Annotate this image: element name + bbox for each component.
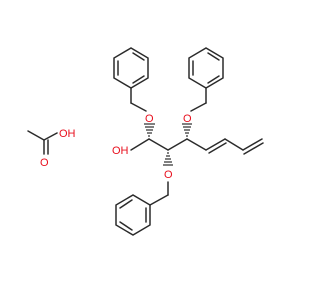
benzene-ring-top-right (188, 47, 224, 89)
acetic-acid: OH O (27, 128, 76, 169)
ether-oxygen-bottom-label: O (164, 169, 173, 181)
ether-oxygen-top-left-label: O (145, 113, 154, 125)
acid-hydroxyl-label: OH (59, 128, 76, 140)
structure-diagram: OH O OH O (27, 47, 264, 236)
primary-hydroxyl-label: OH (112, 145, 129, 157)
benzyloxy-top-right: O (183, 47, 224, 125)
main-chain: OH (112, 138, 264, 157)
benzyloxy-top-left: O (113, 47, 154, 125)
ether-oxygen-top-right-label: O (183, 113, 192, 125)
benzene-ring-bottom (115, 194, 151, 236)
benzyloxy-bottom: O (115, 169, 173, 236)
benzene-ring-top-left (113, 47, 149, 89)
acid-carbonyl-oxygen-label: O (40, 157, 49, 169)
stereo-bonds (144, 123, 192, 166)
